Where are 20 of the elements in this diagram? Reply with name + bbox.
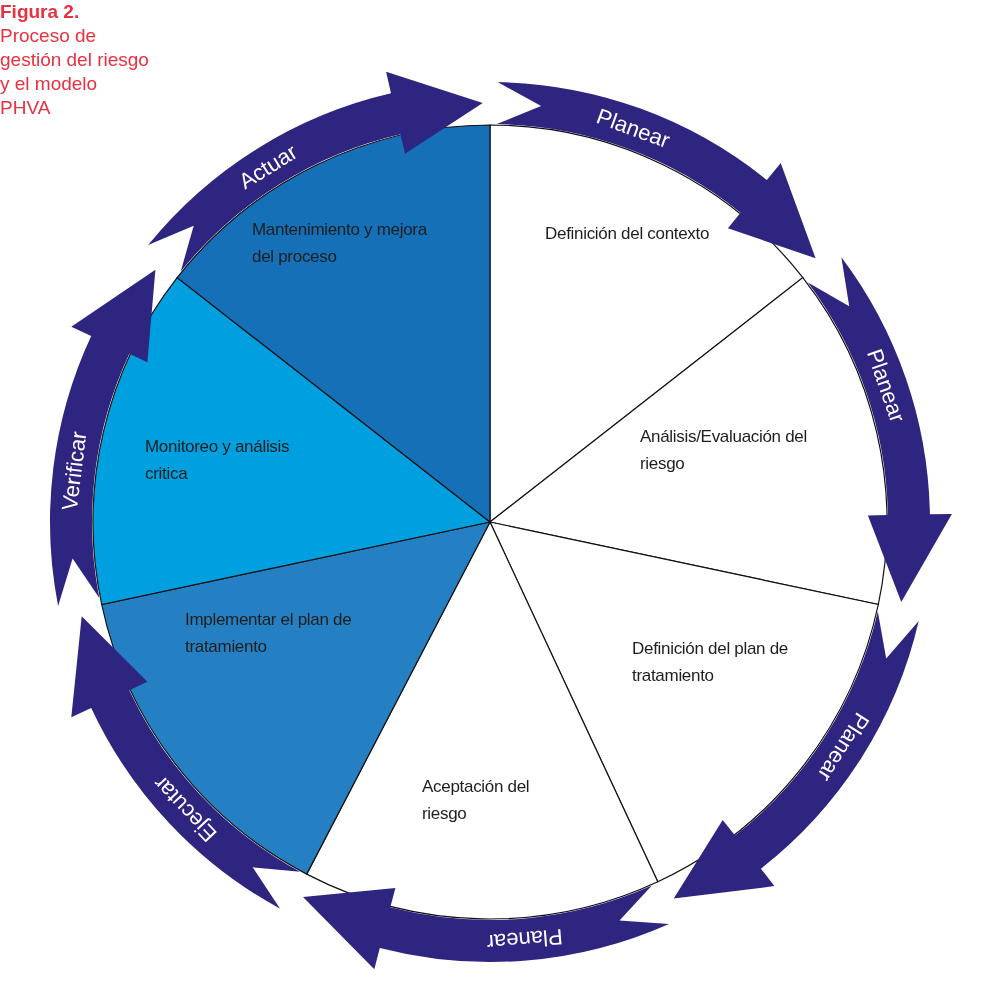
edge-label: Verificar [56, 429, 92, 512]
sector-label: Implementar el plan de tratamiento [185, 609, 353, 658]
curved-arrow [50, 269, 156, 606]
curved-arrow [71, 616, 301, 909]
sector-shape [92, 277, 491, 606]
edge-label: Planear [485, 923, 564, 956]
curved-arrow [496, 82, 816, 259]
curved-arrow [148, 71, 483, 272]
sector-label: Definición del contexto [545, 223, 710, 245]
curved-arrow [303, 885, 669, 970]
curved-arrow [807, 257, 952, 602]
sector-label: Monitoreo y análisis critica [145, 436, 291, 485]
curved-arrow [673, 611, 919, 899]
sector-label: Mantenimiento y mejora del proceso [252, 219, 429, 268]
sector-label: Análisis/Evaluación del riesgo [640, 426, 808, 475]
sector-label: Definición del plan de tratamiento [632, 638, 789, 687]
edge-label: Planear [862, 345, 911, 426]
sector-label: Aceptación del riesgo [422, 776, 531, 825]
figure-title: Figura 2. [0, 0, 81, 24]
figure-caption: Proceso de gestión del riesgo y el modelo PHVA [0, 24, 150, 120]
